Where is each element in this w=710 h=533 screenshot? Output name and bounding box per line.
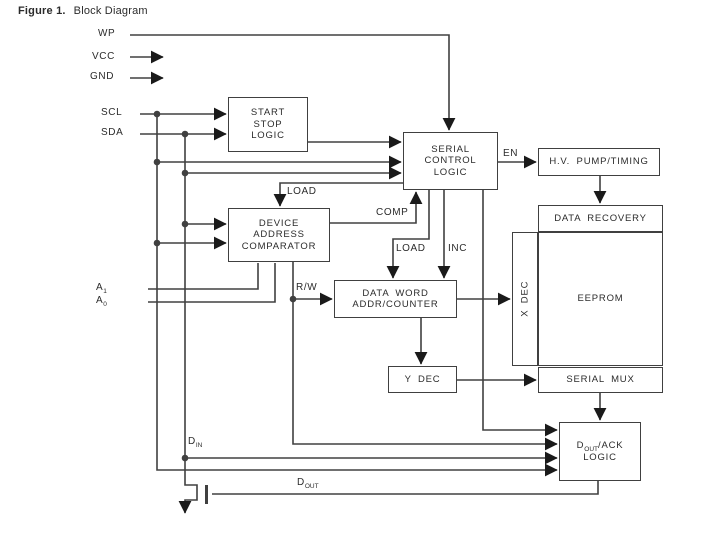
signal-label-a0: A0: [96, 295, 107, 308]
figure-number: Figure 1.: [18, 5, 66, 17]
block-text: SERIAL MUX: [566, 374, 635, 386]
block-text: LOGIC: [433, 166, 468, 178]
block-data-recovery: DATA RECOVERY: [538, 205, 663, 232]
block-serial-mux: SERIAL MUX: [538, 367, 663, 393]
block-text: ADDRESS: [253, 229, 305, 241]
junction-dot: [289, 295, 297, 303]
block-text: DEVICE: [258, 217, 300, 229]
block-text: DATA WORD: [362, 287, 429, 299]
block-text: H.V. PUMP/TIMING: [549, 156, 649, 168]
block-text: SERIAL: [431, 143, 470, 155]
block-hv-pump-timing: H.V. PUMP/TIMING: [538, 148, 660, 176]
block-text: Y DEC: [404, 373, 441, 385]
wire-label-inc: INC: [448, 243, 468, 254]
block-dout-ack-logic: DOUT/ACK LOGIC: [559, 422, 641, 481]
wire-scl-trunk: [156, 114, 558, 477]
block-x-dec: X DEC: [512, 232, 538, 366]
block-y-dec: Y DEC: [388, 366, 457, 393]
figure-name: Block Diagram: [73, 5, 148, 17]
junction-dot: [181, 220, 189, 228]
block-text: EEPROM: [577, 293, 624, 305]
wire-serialcontrol-to-doutack: [482, 190, 558, 437]
wire-label-en: EN: [503, 148, 519, 159]
junction-dot: [153, 239, 161, 247]
junction-dot: [181, 169, 189, 177]
wire-label-load-device: LOAD: [287, 186, 317, 197]
wire-load-to-dataword: [386, 190, 430, 279]
wire-a0: [148, 263, 276, 303]
block-text: LOGIC: [583, 451, 617, 463]
block-serial-control-logic: SERIAL CONTROL LOGIC: [403, 132, 498, 190]
wire-comp-to-serialcontrol: [330, 191, 423, 224]
junction-dot: [181, 130, 189, 138]
block-text: LOGIC: [251, 130, 285, 142]
wire-label-rw: R/W: [296, 282, 318, 293]
figure-title: Figure 1. Block Diagram: [18, 5, 148, 17]
block-text: DATA RECOVERY: [554, 212, 647, 224]
signal-label-a1: A1: [96, 282, 107, 295]
block-eeprom: EEPROM: [538, 232, 663, 366]
block-data-word-addr-counter: DATA WORD ADDR/COUNTER: [334, 280, 457, 318]
wire-rw-trunk-to-doutack: [292, 262, 558, 451]
block-text: X DEC: [519, 280, 531, 318]
block-text: COMPARATOR: [241, 240, 317, 252]
junction-dot: [181, 454, 189, 462]
signal-label-scl: SCL: [101, 107, 123, 118]
block-start-stop-logic: START STOP LOGIC: [228, 97, 308, 152]
signal-label-dout: DOUT: [297, 477, 319, 490]
wire-sda-trunk-transistor: [178, 134, 198, 514]
wire-label-load-word: LOAD: [396, 243, 426, 254]
wire-wp: [130, 34, 456, 131]
signal-label-vcc: VCC: [92, 51, 115, 62]
wire-a1: [148, 263, 259, 290]
block-device-address-comparator: DEVICE ADDRESS COMPARATOR: [228, 208, 330, 262]
wire-load-to-comparator: [273, 182, 403, 207]
block-text: START: [250, 107, 286, 119]
signal-label-sda: SDA: [101, 127, 124, 138]
junction-dot: [153, 110, 161, 118]
signal-label-din: DIN: [188, 436, 203, 449]
wire-dout: [212, 481, 599, 495]
signal-label-wp: WP: [98, 28, 116, 39]
block-text: STOP: [253, 118, 283, 130]
block-text: DOUT/ACK: [576, 440, 624, 453]
block-text: CONTROL: [424, 155, 477, 167]
signal-label-gnd: GND: [90, 71, 115, 82]
junction-dot: [153, 158, 161, 166]
block-text: ADDR/COUNTER: [352, 299, 439, 310]
wire-label-comp: COMP: [376, 207, 409, 218]
